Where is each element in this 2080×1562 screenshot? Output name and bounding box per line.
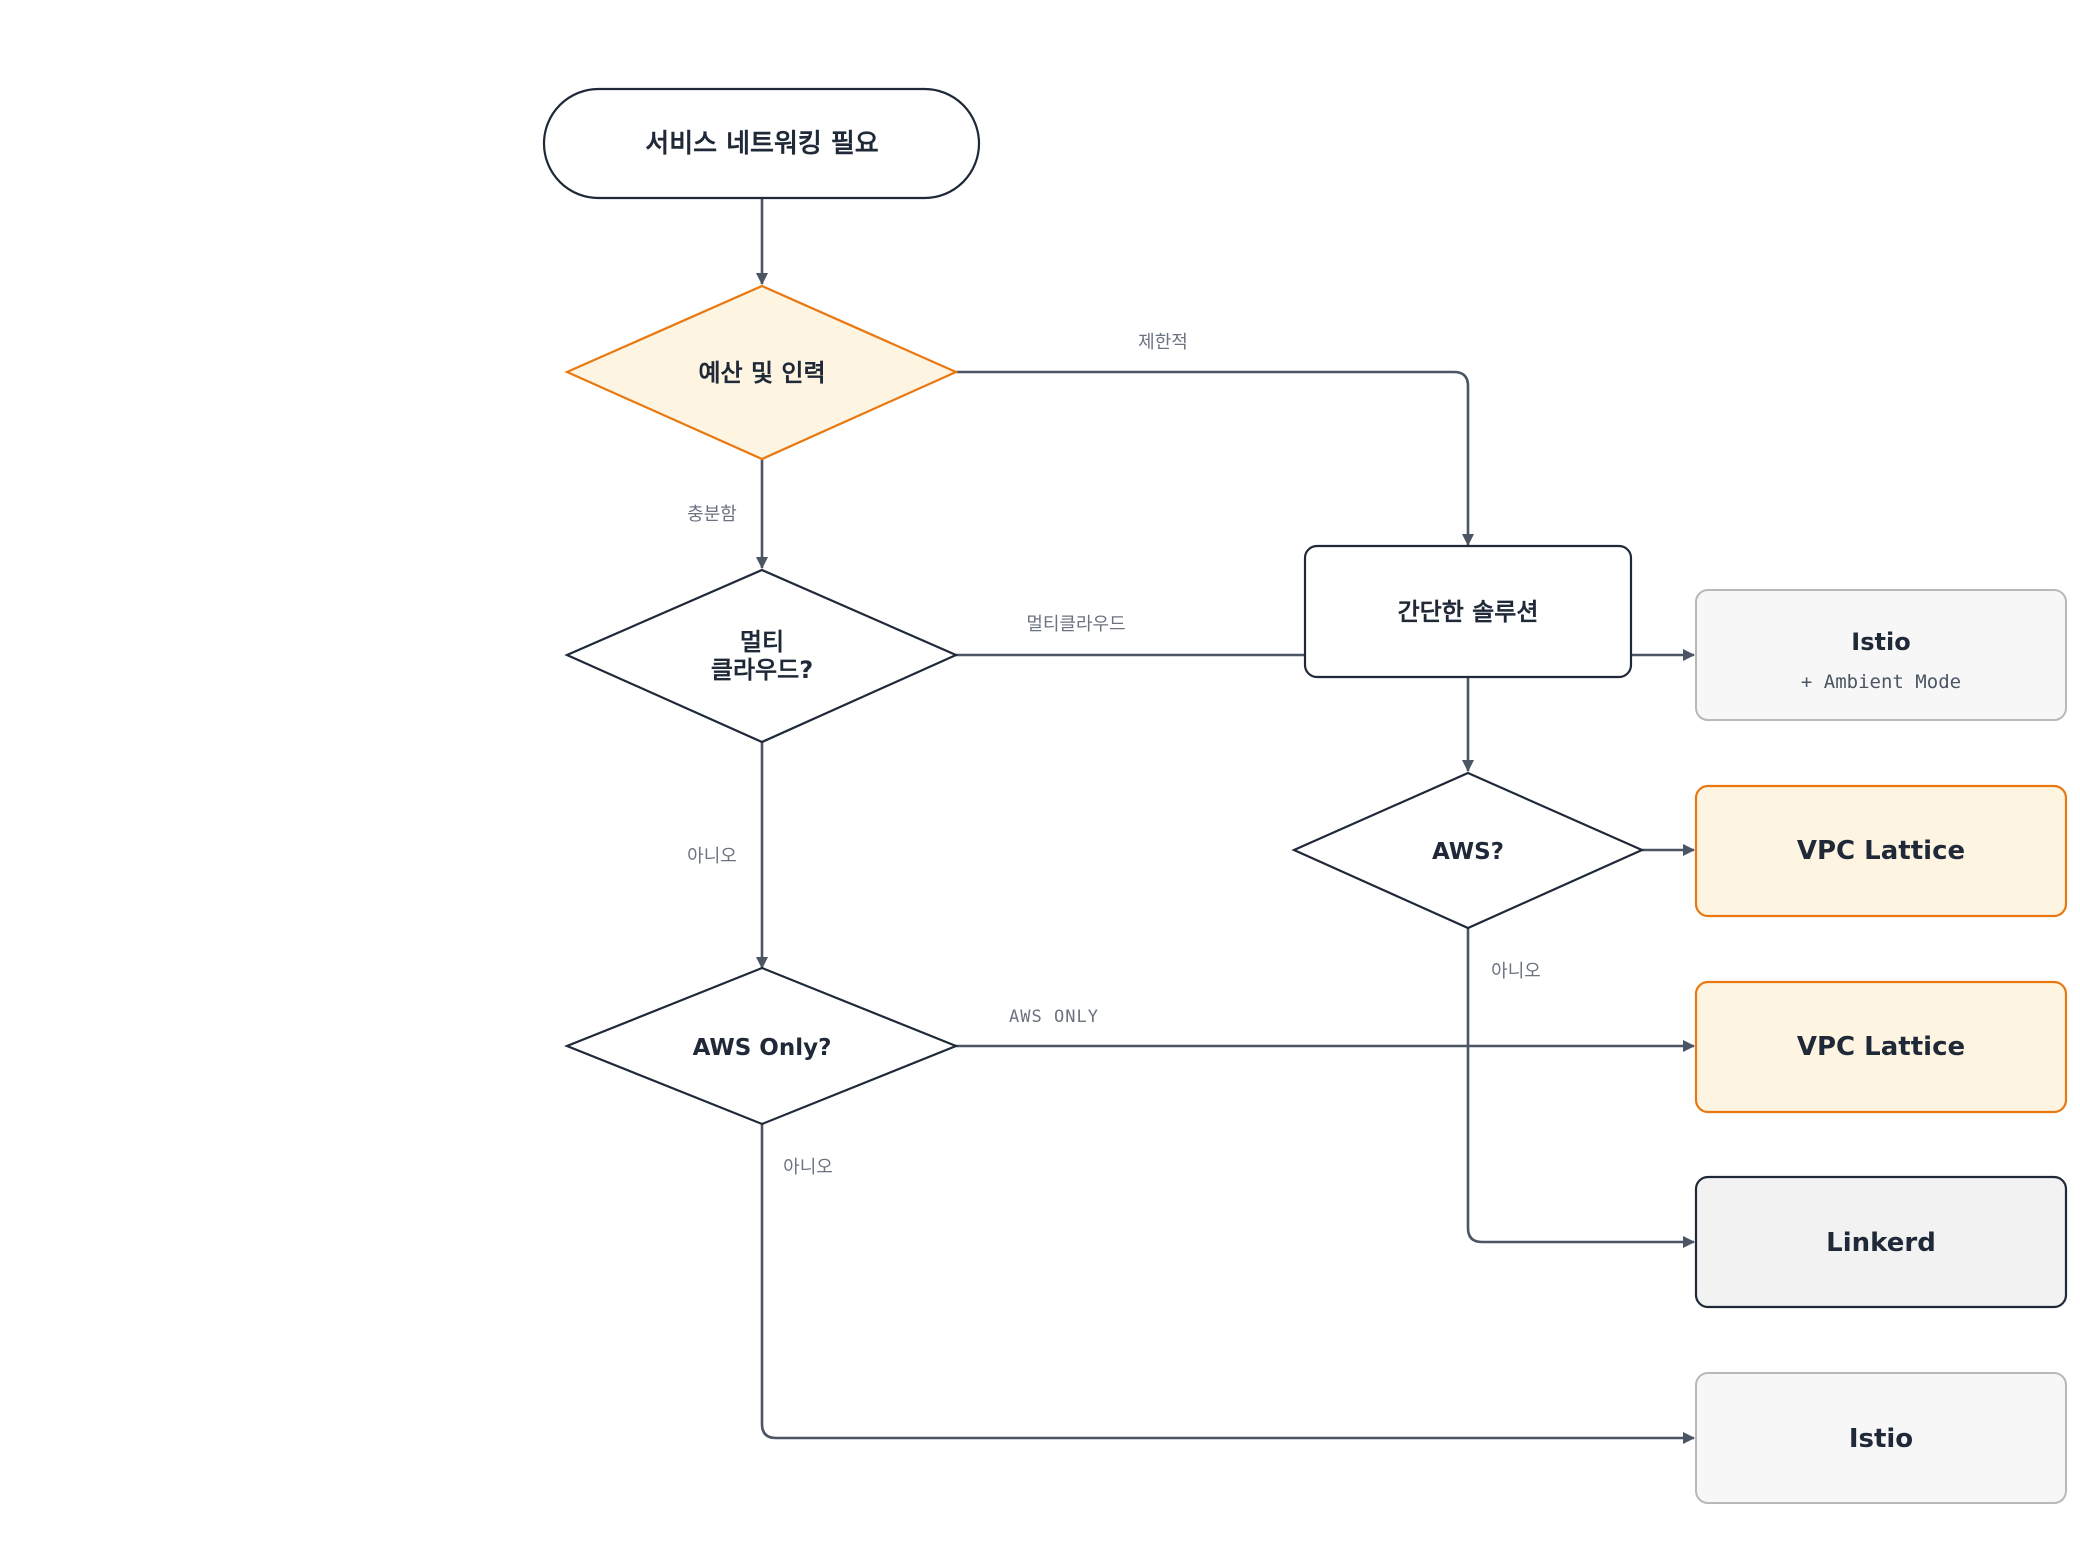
linkerd-label: Linkerd [1826,1228,1936,1258]
edges [756,198,1695,1444]
node-aws-only: AWS Only? [564,966,959,1126]
linkerd-box [1694,1175,2068,1309]
node-vpc-lattice-2: VPC Lattice [1694,980,2068,1114]
node-istio: Istio [1695,1372,2067,1504]
multicloud-label-line2: 클라우드? [711,656,813,684]
aws-only-decision [564,966,959,1126]
istio-ambient-title: Istio [1851,628,1910,656]
multicloud-decision [564,568,959,744]
node-aws: AWS? [1291,771,1645,930]
edge-label-sufficient: 충분함 [687,504,737,525]
node-simple: 간단한 솔루션 [1303,544,1633,679]
edge-label-multicloud: 멀티클라우드 [1026,614,1125,635]
istio-ambient-subtitle: + Ambient Mode [1801,671,1961,693]
vpc-lattice-2-label: VPC Lattice [1797,1032,1965,1062]
start-label: 서비스 네트워킹 필요 [645,129,878,159]
simple-label: 간단한 솔루션 [1398,598,1539,626]
budget-decision [564,284,959,461]
istio-ambient-box [1695,589,2067,721]
vpc-lattice-2-box [1694,980,2068,1114]
edge-budget-to-simple [956,370,1474,546]
aws-label: AWS? [1432,839,1504,865]
vpc-lattice-1-label: VPC Lattice [1797,836,1965,866]
node-start: 서비스 네트워킹 필요 [542,87,981,200]
node-multicloud: 멀티 클라우드? [564,568,959,744]
edge-aws-to-linkerd [1466,928,1695,1248]
edge-labels: 제한적 충분함 멀티클라우드 아니오 아니오 AWS ONLY 아니오 [687,332,1541,1178]
aws-only-label: AWS Only? [693,1035,832,1061]
multicloud-label-line1: 멀티 [740,628,784,656]
edge-label-no-multicloud: 아니오 [687,846,737,867]
istio-box [1695,1372,2067,1504]
edge-awsonly-to-istio [760,1124,1695,1444]
istio-label: Istio [1849,1424,1913,1454]
vpc-lattice-1-box [1694,784,2068,918]
node-istio-ambient: Istio + Ambient Mode [1695,589,2067,721]
edge-label-aws-only: AWS ONLY [1009,1007,1099,1027]
edge-label-limited: 제한적 [1138,332,1188,353]
aws-decision [1291,771,1645,930]
node-budget: 예산 및 인력 [564,284,959,461]
edge-label-no-awsonly: 아니오 [783,1157,833,1178]
edge-label-no-aws: 아니오 [1491,961,1541,982]
budget-label: 예산 및 인력 [698,359,825,387]
node-linkerd: Linkerd [1694,1175,2068,1309]
node-vpc-lattice-1: VPC Lattice [1694,784,2068,918]
start-terminal [542,87,981,200]
simple-process [1303,544,1633,679]
